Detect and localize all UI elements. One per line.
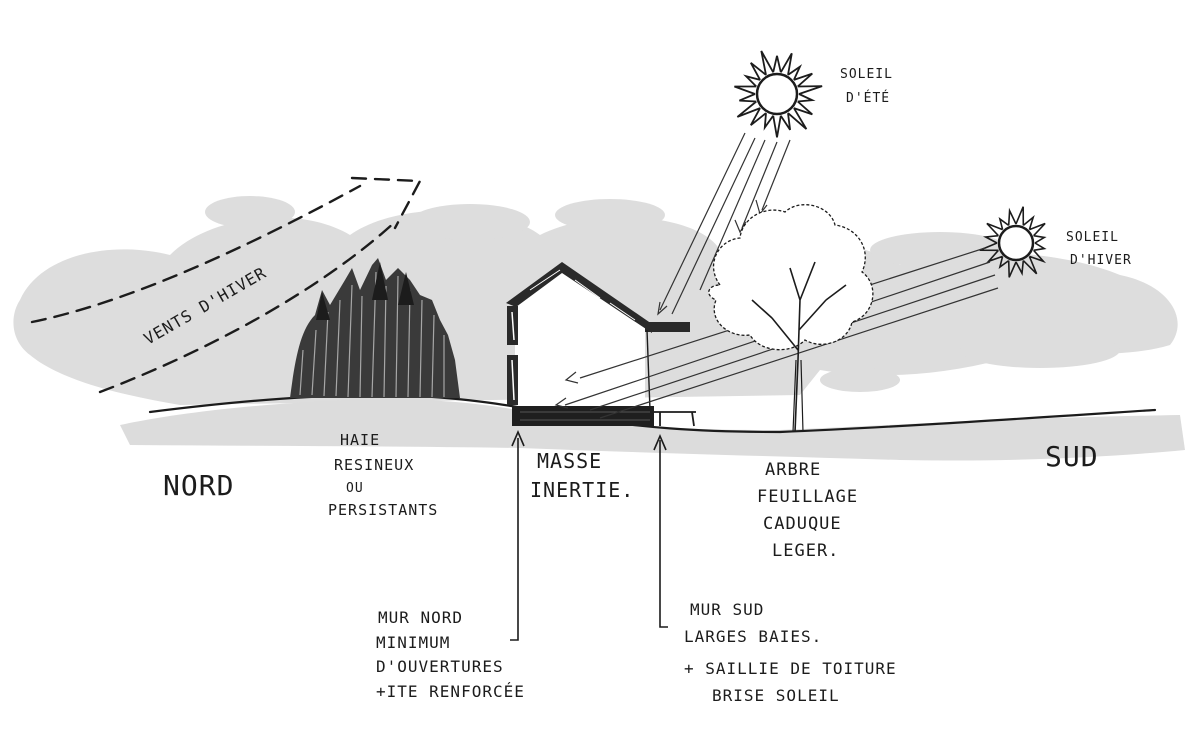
south-wall-label-2: LARGES BAIES. (684, 627, 822, 646)
north-wall-label-2: MINIMUM (376, 633, 450, 652)
north-wall-label-1: MUR NORD (378, 608, 463, 627)
deciduous-tree (708, 204, 874, 433)
winter-wind-arrow (30, 176, 422, 394)
hedge-label-2: RESINEUX (334, 456, 414, 474)
south-label: SUD (1045, 440, 1099, 473)
mass-label-2: INERTIE. (530, 478, 634, 502)
summer-sun-icon (734, 50, 823, 138)
tree-label-3: CADUQUE (763, 514, 842, 534)
tree-label-4: LEGER. (772, 541, 839, 561)
summer-sun-label-2: D'ÉTÉ (846, 90, 890, 106)
tree-label-1: ARBRE (765, 460, 821, 480)
ground (120, 394, 1185, 461)
roof-overhang (645, 322, 690, 332)
south-wall-label-4: BRISE SOLEIL (712, 686, 840, 705)
leader-lines (510, 429, 668, 641)
sun-ray-path (734, 50, 823, 138)
hedge-conifers (290, 258, 460, 398)
house-section (506, 262, 696, 427)
hedge-label-3: OU (346, 481, 364, 496)
south-wall-label-3: + SAILLIE DE TOITURE (684, 659, 897, 678)
summer-sun-label-1: SOLEIL (840, 67, 893, 82)
thermal-mass-slab (512, 406, 654, 426)
mass-label-1: MASSE (537, 449, 602, 473)
hedge-label-1: HAIE (340, 431, 380, 449)
summer-sun-rays (657, 132, 791, 316)
tree-label-2: FEUILLAGE (757, 487, 858, 507)
hedge-label-4: PERSISTANTS (328, 501, 438, 519)
winter-sun-label-2: D'HIVER (1070, 253, 1132, 268)
south-wall-label-1: MUR SUD (690, 600, 764, 619)
winter-sun-label-1: SOLEIL (1066, 230, 1119, 245)
north-wall-label-3: D'OUVERTURES (376, 657, 504, 676)
north-wall-label-4: +ITE RENFORCÉE (376, 682, 525, 701)
north-label: NORD (163, 469, 234, 502)
